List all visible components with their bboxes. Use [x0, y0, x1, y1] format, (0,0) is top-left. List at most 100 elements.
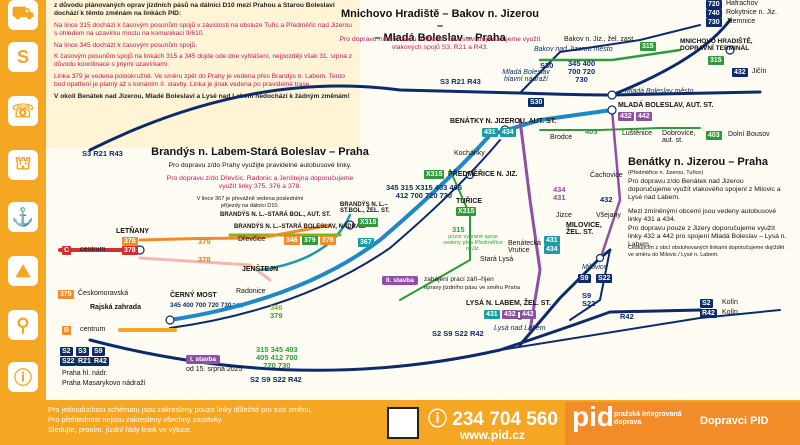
notice-text: z důvodu plánovaných oprav jízdních pásů… — [54, 2, 354, 104]
phone-number[interactable]: ⓘ 234 704 560 — [428, 404, 558, 431]
cable-icon: ⛰ — [8, 256, 38, 286]
rail-r42 — [499, 309, 781, 351]
heading-benatky: Benátky n. Jizerou – Praha — [628, 156, 768, 168]
tag-r21: R21 — [76, 357, 93, 366]
station-rokytnice: Rokytnice n. Jiz. — [726, 9, 777, 16]
notice-315: Na lince 315 dochází k časovým posunům s… — [54, 21, 352, 37]
station-mb-aut: MLADÁ BOLESLAV, AUT. ST. — [618, 102, 714, 109]
website-link[interactable]: www.pid.cz — [460, 428, 525, 442]
tag-s22: S22 — [60, 357, 77, 366]
station-brodce: Brodce — [550, 134, 573, 141]
notice-no-change: V okolí Benátek nad Jizerou, Mladé Boles… — [54, 92, 350, 100]
station-milovice-zel: MILOVICE, ŽEL. ST. — [566, 222, 602, 236]
ferry-icon: ⚓ — [8, 202, 38, 232]
sub-mnichovo: Pro dopravu mezi Prahou a Mladou Bolesla… — [339, 36, 541, 51]
tag-434: 434 — [500, 128, 516, 137]
tag-s22-mil: S22 — [596, 274, 613, 283]
tag-s9-mil: S9 — [578, 274, 591, 283]
tag-375-cesko: 375 — [58, 290, 74, 299]
metro-c-badge: C — [62, 246, 72, 255]
rail-s3-r21-r43 — [88, 84, 762, 152]
bus-431-434 — [518, 118, 542, 332]
station-centrum-b: centrum — [80, 326, 106, 333]
station-brandys-aut: BRANDÝS N. L.–STARÁ BOL., AUT. ST. — [220, 212, 331, 218]
footer-line-2: Pro přehlednost nejsou zakresleny všechn… — [48, 415, 223, 424]
station-benatky-aut: BENÁTKY N. JIZEROU, AUT. ST. — [450, 118, 557, 125]
tag-367: 367 — [358, 238, 374, 247]
heading-brandys: Brandýs n. Labem-Stará Boleslav – Praha — [151, 146, 369, 158]
tag-434-b: 434 — [544, 245, 560, 254]
station-rajska: Rajská zahrada — [90, 304, 141, 311]
station-lysa-aut: LYSÁ N. LABEM, ŽEL. ST. — [466, 300, 551, 307]
station-praha-mas: Praha Masarykovo nádraží — [62, 380, 146, 387]
line-378: 378 — [198, 255, 211, 264]
qr-code-icon[interactable] — [387, 407, 419, 439]
station-stara-lysa: Stará Lysá — [480, 256, 514, 263]
tag-431-b: 431 — [544, 236, 560, 245]
label-zahajeni: zahájení prací září–říjen — [424, 276, 494, 283]
stop-cerny-most — [165, 315, 175, 325]
lines-s3-r21-r43-top: S3 R21 R43 — [440, 77, 481, 86]
notice-379: Linka 379 je vedena polookružně. Ve směr… — [54, 72, 345, 89]
stage-1: I. stavba — [186, 355, 221, 364]
phone-number-text: 234 704 560 — [452, 409, 558, 430]
station-kochanky: Kochánky — [454, 150, 485, 157]
tag-s3: S3 — [76, 347, 89, 356]
tag-s2-kolin: S2 — [700, 299, 713, 308]
station-dolni-bousov: Dolní Bousov — [728, 131, 770, 138]
lines-big-list: 345 315 X315 403 405 412 700 720 730 — [386, 183, 462, 200]
bus-432-442 — [598, 108, 622, 262]
bus-403-green — [539, 127, 701, 131]
notice-panel — [46, 0, 360, 148]
station-mb-hl: Mladá Boleslav hlavní nádraží — [502, 69, 550, 83]
notice-timing: K časovým posunům spojů na linkách 315 a… — [54, 53, 353, 69]
tag-s30: S30 — [528, 98, 545, 107]
lines-s30-r21: S30 — [540, 61, 554, 70]
label-zahajeni-sub: opravy jízdního pásu ve směru Praha — [424, 285, 521, 291]
line-s22-right: S22 — [582, 299, 596, 308]
tag-x315-brandys: X315 — [358, 218, 379, 227]
footer-text: Pro jednoduchost schématu jsou zakreslen… — [48, 405, 378, 435]
tram-icon: ⛫ — [8, 150, 38, 180]
line-s2-r42: R42 — [620, 312, 634, 321]
tag-s9: S9 — [92, 347, 105, 356]
bus-icon: ⛟ — [8, 0, 38, 30]
station-mnichovo: MNICHOVO HRADIŠTĚ, DOPRAVNÍ TERMINÁL — [680, 38, 753, 52]
station-drevcice: Dřevčice — [238, 236, 266, 243]
station-brandys-nadr: BRANDÝS N. L.–STARÁ BOLESLAV, NÁDRAŽÍ — [234, 224, 366, 230]
lines-s2-s9-s22-r42: S2 S9 S22 R42 — [432, 329, 484, 338]
bus-d10-main — [168, 108, 614, 322]
stop-mb-aut — [607, 105, 617, 115]
station-mb-mesto: Mladá Boleslav město — [625, 88, 694, 95]
tag-x315-b: X315 — [456, 207, 477, 216]
rail-to-mnichovo — [610, 18, 732, 97]
station-cerny-most: ČERNÝ MOST — [170, 292, 217, 299]
stop-milovice — [595, 253, 605, 263]
tag-442-lysa: 442 — [520, 310, 536, 319]
sub-benatky-2: Mezi zmíněnými obcemi jsou vedeny autobu… — [628, 208, 777, 223]
tag-379-a: 379 — [302, 236, 318, 245]
station-ceskomoravska: Českomoravská — [78, 290, 129, 297]
sub-benatky-1: Pro dopravu z/do Benátek nad Jizerou dop… — [628, 178, 781, 201]
stop-brandys — [345, 220, 355, 230]
station-bakov: Bakov n. Jiz., žel. zast. — [564, 36, 636, 43]
line-346-b: 346 — [270, 303, 283, 312]
tag-315-top: 315 — [708, 56, 724, 65]
tag-442: 442 — [636, 112, 652, 121]
phone-icon-footer: ⓘ — [428, 409, 453, 430]
info-icon: ⓘ — [8, 362, 38, 392]
metro-b-badge: B — [62, 326, 72, 335]
tag-376-letnany: 376 — [122, 237, 138, 246]
heading-mnichovo: Mnichovo Hradiště – Bakov n. Jizerou – –… — [340, 8, 540, 44]
tag-315-bakov: 315 — [640, 42, 656, 51]
tag-346: 346 — [284, 236, 300, 245]
tag-730: 730 — [706, 18, 722, 27]
station-jizce: Jizce — [556, 212, 572, 219]
station-letnany: LETŇANY — [116, 228, 150, 235]
station-kolin-1: Kolín — [722, 299, 738, 306]
stage-2: II. stavba — [382, 276, 418, 285]
bike-icon: ⚲ — [8, 310, 38, 340]
note-brandys: V lince 367 je převážně vedena posledním… — [196, 196, 304, 209]
tag-432-lysa: 432 — [502, 310, 518, 319]
tag-378-letnany: 378 — [122, 246, 138, 255]
